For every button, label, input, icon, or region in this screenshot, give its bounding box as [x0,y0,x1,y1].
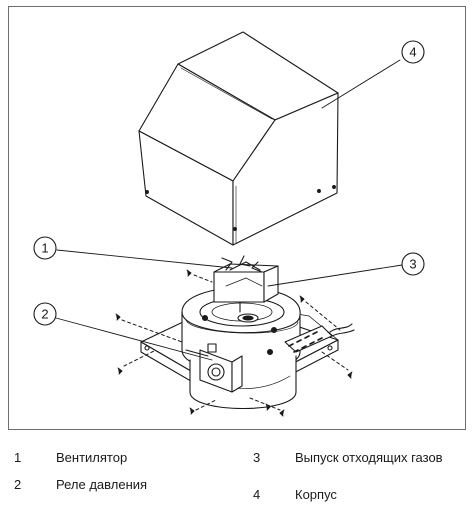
callout-4: 4 [401,40,425,64]
screw-3 [299,295,341,331]
screw-8 [265,403,271,411]
fan-impeller [213,255,279,313]
legend-label: Корпус [295,487,337,502]
blower-housing [181,287,301,409]
svg-text:3: 3 [409,257,416,272]
screw-1 [186,269,213,283]
screw-6 [189,399,217,415]
callout-3: 3 [401,252,425,276]
legend-label: Вентилятор [56,450,128,465]
svg-text:4: 4 [409,45,416,60]
legend-number: 3 [253,450,261,465]
screw-5 [321,351,353,379]
legend-number: 4 [253,487,261,502]
figure-frame [8,6,466,430]
housing-cover [138,31,339,246]
screw-4 [117,349,157,375]
screws [115,269,353,417]
legend-number: 2 [14,477,22,492]
legend-number: 1 [14,450,22,465]
svg-text:2: 2 [41,307,48,322]
screw-2 [115,313,183,343]
legend-label: Реле давления [56,477,148,492]
pressure-switch [185,343,243,393]
svg-text:1: 1 [41,241,48,256]
gas-outlet [284,323,355,353]
screw-7 [249,397,285,417]
callout-leaders [55,59,403,361]
legend-label: Выпуск отходящих газов [295,450,443,465]
callout-2: 2 [33,302,57,326]
callout-1: 1 [33,236,57,260]
